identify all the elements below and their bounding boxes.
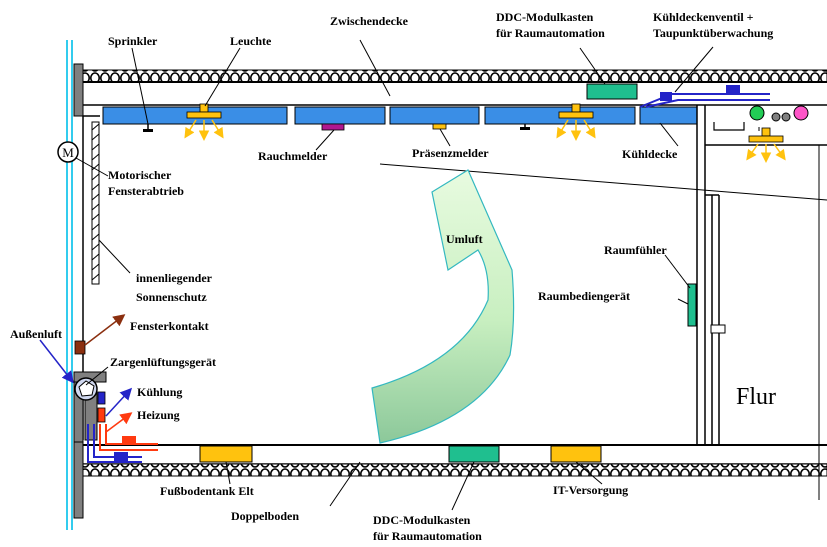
motor-icon: M — [57, 141, 79, 163]
facade — [66, 40, 84, 530]
floor-tank-box — [199, 445, 253, 463]
label-doppelboden: Doppelboden — [231, 509, 299, 523]
ddc-module-box-bottom — [448, 445, 500, 463]
motor-symbol-label: M — [62, 145, 74, 160]
corridor-wall — [696, 105, 726, 445]
room-sensor-icon — [687, 283, 697, 327]
window-contact-arrow — [84, 314, 126, 346]
frame-ventilation-unit — [73, 371, 107, 443]
corridor-ceiling-equipment — [713, 105, 809, 163]
label-raumbediengeraet: Raumbediengerät — [538, 289, 630, 303]
label-aussenluft: Außenluft — [10, 327, 62, 341]
heating-pipes — [99, 424, 158, 451]
light-fixture-icon — [184, 103, 224, 141]
label-kuehldeckenventil-line1: Kühldeckenventil + — [653, 10, 754, 24]
label-ddc-top-line2: für Raumautomation — [496, 26, 605, 40]
label-flur: Flur — [736, 384, 776, 410]
label-sprinkler: Sprinkler — [108, 34, 158, 48]
label-kuehldecke: Kühldecke — [622, 147, 678, 161]
cooling-arrow — [105, 387, 133, 417]
window-contact-icon — [74, 340, 86, 355]
label-leuchte: Leuchte — [230, 34, 272, 48]
presence-detector-icon — [432, 123, 447, 130]
label-heizung: Heizung — [137, 408, 180, 422]
label-umluft: Umluft — [446, 232, 483, 246]
ddc-module-box-top — [586, 83, 638, 100]
heating-arrow — [105, 412, 133, 433]
sprinkler-icon — [520, 124, 530, 130]
sprinkler-icon — [143, 124, 153, 132]
label-zargen: Zargenlüftungsgerät — [110, 355, 216, 369]
label-rauchmelder: Rauchmelder — [258, 149, 328, 163]
label-fussbodentank: Fußbodentank Elt — [160, 484, 254, 498]
cooling-valve-piping — [639, 85, 770, 108]
label-it-versorgung: IT-Versorgung — [553, 483, 628, 497]
ceiling-slab — [82, 69, 827, 106]
label-ddc-bottom-line2: für Raumautomation — [373, 529, 482, 543]
label-praesenzmelder: Präsenzmelder — [412, 146, 489, 160]
smoke-detector-icon — [321, 123, 345, 131]
label-kuehlung: Kühlung — [137, 385, 182, 399]
outside-air-arrow — [39, 339, 74, 384]
label-kuehldeckenventil-line2: Taupunktüberwachung — [653, 26, 773, 40]
light-fixture-icon — [556, 103, 596, 141]
it-supply-box — [550, 445, 602, 463]
label-ddc-top-line1: DDC-Modulkasten — [496, 10, 594, 24]
view-line — [379, 163, 827, 201]
recirculation-arrow — [371, 169, 515, 444]
label-motorischer-line2: Fensterabtrieb — [108, 184, 184, 198]
leader-lines — [75, 39, 714, 511]
label-fensterkontakt: Fensterkontakt — [130, 319, 209, 333]
label-zwischendecke: Zwischendecke — [330, 14, 409, 28]
label-sonnenschutz-line2: Sonnenschutz — [136, 290, 207, 304]
label-raumfuehler: Raumfühler — [604, 243, 667, 257]
label-sonnenschutz-line1: innenliegender — [136, 271, 213, 285]
label-motorischer-line1: Motorischer — [108, 168, 172, 182]
label-ddc-bottom-line1: DDC-Modulkasten — [373, 513, 471, 527]
cooling-pipes — [87, 424, 142, 463]
sun-shade — [91, 121, 100, 285]
